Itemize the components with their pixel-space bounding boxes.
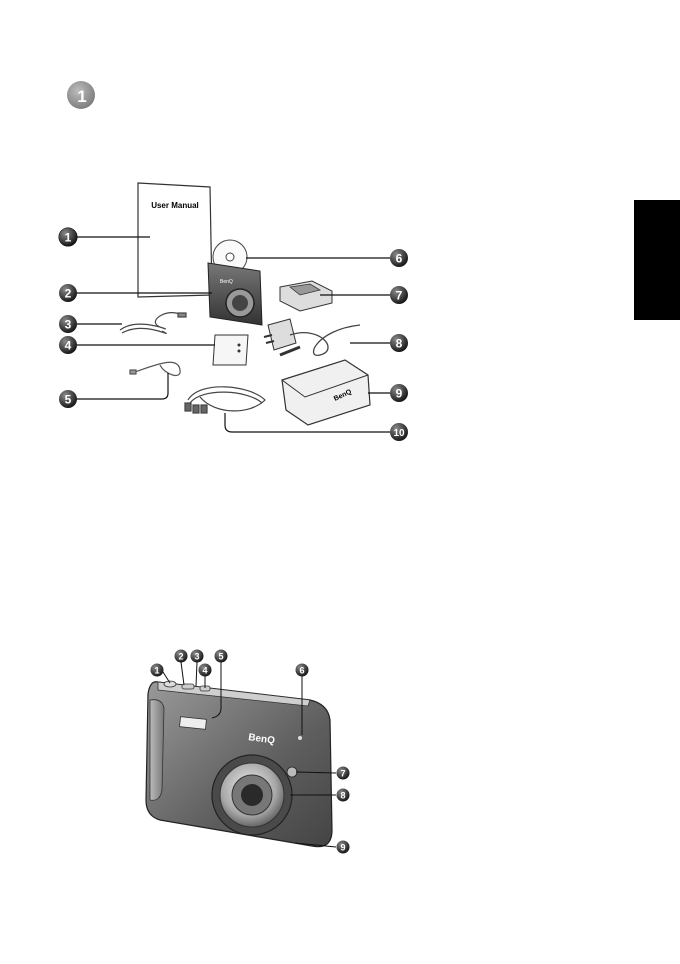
chapter-number: 1 [77, 87, 86, 106]
camera-brand-front: BenQ [248, 732, 276, 747]
pouch-icon: BenQ [281, 359, 371, 426]
manual-title: User Manual [151, 201, 199, 210]
shutter-button-icon [181, 683, 195, 690]
mode-button-icon [199, 685, 211, 692]
camera-front-figure: BenQ [145, 680, 333, 848]
svg-text:8: 8 [340, 791, 345, 801]
camera-grip [149, 699, 165, 801]
side-tab [634, 200, 680, 320]
flash-icon [179, 716, 207, 730]
svg-text:9: 9 [340, 843, 345, 853]
svg-text:7: 7 [340, 769, 345, 779]
package-contents-figure: User Manual BenQ [76, 182, 390, 433]
cradle-icon [279, 280, 333, 312]
battery-icon [212, 334, 249, 366]
camera-brand: BenQ [220, 279, 233, 285]
microphone-icon [298, 736, 302, 740]
chapter-badge: 1 [67, 81, 95, 109]
af-lamp-icon [286, 766, 298, 778]
power-button-icon [163, 680, 177, 688]
usb-cable-icon [119, 312, 187, 335]
callout-badge [58, 227, 78, 247]
leader-lines [76, 236, 390, 433]
power-adapter-icon [263, 318, 361, 357]
av-cable-icon [184, 386, 266, 414]
wrist-strap-icon [129, 361, 181, 377]
camera-icon: BenQ [207, 262, 263, 326]
user-manual-illustration: User Manual [137, 182, 213, 298]
